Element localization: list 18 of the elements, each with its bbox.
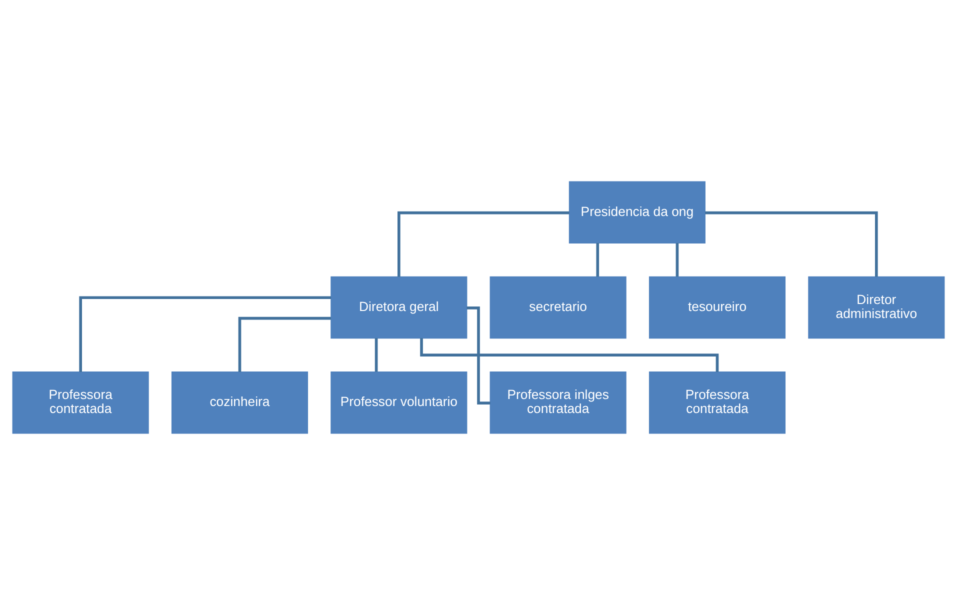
node-box: Diretor administrativo bbox=[808, 276, 945, 339]
node-box: Professor voluntario bbox=[330, 372, 468, 434]
node-box: Diretora geral bbox=[330, 276, 468, 339]
connector bbox=[676, 243, 679, 277]
node-box: secretario bbox=[490, 276, 626, 339]
connector bbox=[705, 211, 878, 277]
connector bbox=[374, 338, 378, 372]
node-box: Professora inlges contratada bbox=[490, 372, 626, 434]
node-box: Presidencia da ong bbox=[568, 181, 706, 244]
connector bbox=[466, 306, 490, 404]
node-box: cozinheira bbox=[171, 372, 308, 434]
node-box: tesoureiro bbox=[648, 276, 786, 339]
connector bbox=[596, 243, 600, 277]
node-box: Professora contratada bbox=[648, 372, 786, 434]
connector bbox=[79, 296, 332, 372]
node-box: Professora contratada bbox=[12, 372, 149, 434]
connector bbox=[238, 316, 331, 372]
connector bbox=[398, 211, 570, 277]
